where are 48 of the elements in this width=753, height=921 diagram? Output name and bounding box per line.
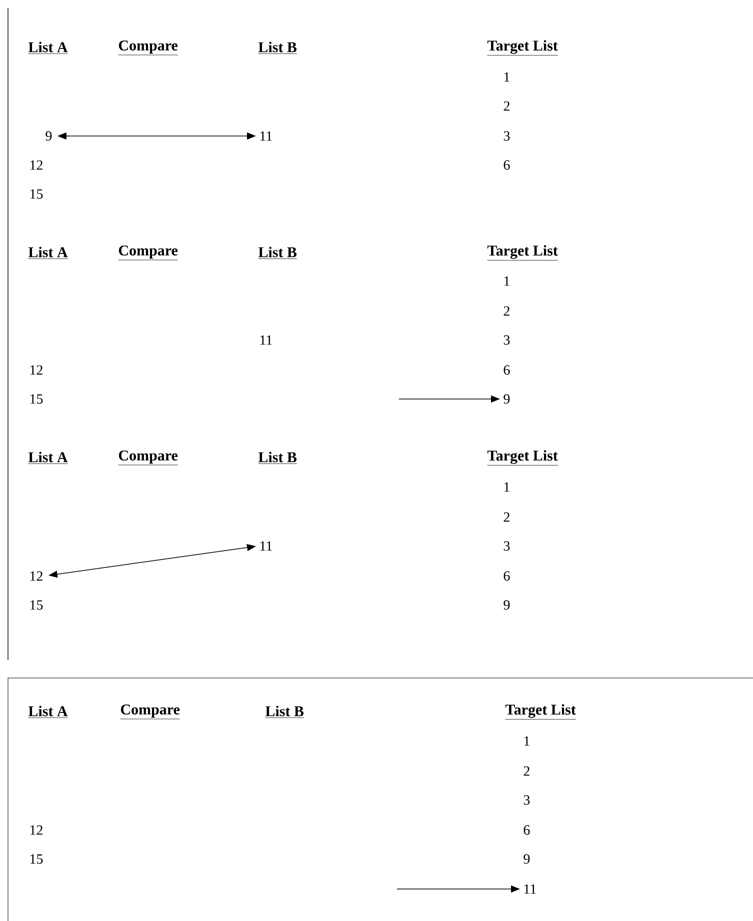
column-heading: Target List <box>505 704 576 720</box>
column-heading: Target List <box>487 450 558 466</box>
list-number: 15 <box>30 600 43 610</box>
list-number: 1 <box>524 736 530 746</box>
list-number: 3 <box>504 541 510 551</box>
column-heading: Target List <box>487 245 558 260</box>
list-number: 3 <box>504 131 510 141</box>
list-number: 6 <box>504 160 510 170</box>
column-heading: List A <box>28 246 68 259</box>
column-heading: Compare <box>118 245 178 260</box>
list-number: 6 <box>524 825 530 835</box>
column-heading: Target List <box>487 40 558 56</box>
list-number: 3 <box>524 795 530 805</box>
list-number: 6 <box>504 365 510 375</box>
list-number: 11 <box>260 131 272 141</box>
column-heading: List B <box>265 706 304 718</box>
list-number: 15 <box>30 394 43 404</box>
column-heading: List A <box>28 42 68 54</box>
column-heading: List B <box>258 452 298 464</box>
list-number: 9 <box>524 854 530 864</box>
column-heading: List B <box>258 246 298 259</box>
column-heading: List A <box>28 452 68 464</box>
list-number: 6 <box>504 571 510 581</box>
column-heading: Compare <box>118 40 178 56</box>
list-number: 12 <box>30 365 42 375</box>
list-number: 1 <box>504 72 510 82</box>
list-number: 2 <box>504 306 510 316</box>
list-number: 3 <box>504 335 510 345</box>
list-number: 9 <box>504 600 510 610</box>
list-number: 11 <box>260 541 272 551</box>
list-number: 9 <box>46 131 52 141</box>
list-number: 12 <box>30 571 42 581</box>
column-heading: List B <box>258 42 298 54</box>
list-number: 11 <box>260 335 272 345</box>
list-number: 11 <box>524 884 536 894</box>
list-number: 2 <box>504 512 510 522</box>
list-number: 1 <box>504 276 510 286</box>
column-heading: Compare <box>118 450 178 466</box>
list-number: 2 <box>524 766 530 776</box>
list-number: 1 <box>504 482 510 492</box>
column-heading: Compare <box>120 704 180 720</box>
list-number: 15 <box>30 854 43 864</box>
list-number: 12 <box>30 825 42 835</box>
list-number: 15 <box>30 189 43 199</box>
list-number: 2 <box>504 101 510 111</box>
column-heading: List A <box>28 706 68 718</box>
list-number: 9 <box>504 394 510 404</box>
list-number: 12 <box>30 160 42 170</box>
